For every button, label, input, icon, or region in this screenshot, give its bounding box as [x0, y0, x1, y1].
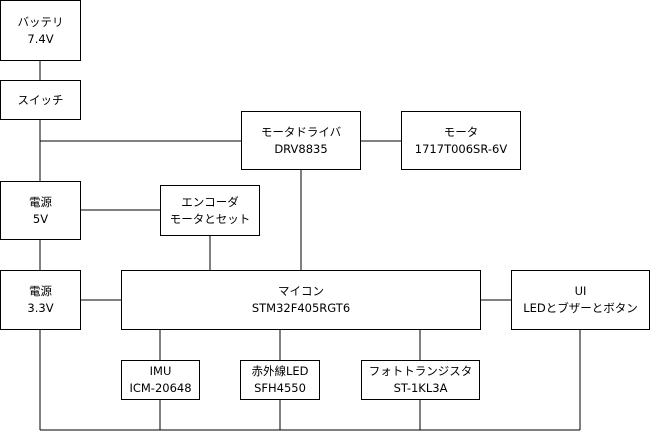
power-5v-voltage: 5V — [32, 211, 49, 226]
mcu-block: マイコン STM32F405RGT6 — [121, 270, 481, 330]
power-5v-label: 電源 — [29, 194, 52, 209]
motor-part: 1717T006SR-6V — [414, 141, 508, 156]
imu-part: ICM-20648 — [129, 381, 192, 395]
switch-block: スイッチ — [0, 80, 81, 120]
switch-label: スイッチ — [17, 92, 64, 107]
imu-block: IMU ICM-20648 — [121, 360, 200, 400]
motor-driver-block: モータドライバ DRV8835 — [241, 111, 361, 170]
battery-block: バッテリ 7.4V — [0, 0, 81, 61]
motor-block: モータ 1717T006SR-6V — [401, 111, 521, 170]
phototransistor-part: ST-1KL3A — [393, 381, 448, 395]
power-33v-block: 電源 3.3V — [0, 270, 81, 330]
power-33v-label: 電源 — [29, 284, 52, 298]
imu-label: IMU — [149, 364, 172, 378]
encoder-label: エンコーダ — [181, 194, 239, 209]
ir-led-block: 赤外線LED SFH4550 — [240, 360, 320, 400]
ui-components: LEDとブザーとボタン — [523, 301, 638, 315]
motor-driver-label: モータドライバ — [260, 124, 342, 139]
phototransistor-label: フォトトランジスタ — [368, 364, 473, 378]
ui-label: UI — [574, 284, 587, 298]
mcu-part: STM32F405RGT6 — [251, 301, 351, 315]
ir-led-label: 赤外線LED — [251, 364, 309, 378]
power-5v-block: 電源 5V — [0, 181, 81, 240]
phototransistor-block: フォトトランジスタ ST-1KL3A — [361, 360, 480, 400]
battery-voltage: 7.4V — [27, 31, 54, 46]
motor-driver-part: DRV8835 — [274, 141, 328, 156]
motor-label: モータ — [443, 124, 479, 139]
battery-label: バッテリ — [17, 14, 64, 29]
power-33v-voltage: 3.3V — [27, 301, 54, 315]
encoder-note: モータとセット — [169, 211, 251, 226]
mcu-label: マイコン — [278, 284, 324, 298]
ir-led-part: SFH4550 — [254, 381, 306, 395]
ui-block: UI LEDとブザーとボタン — [511, 270, 650, 330]
encoder-block: エンコーダ モータとセット — [160, 185, 260, 236]
